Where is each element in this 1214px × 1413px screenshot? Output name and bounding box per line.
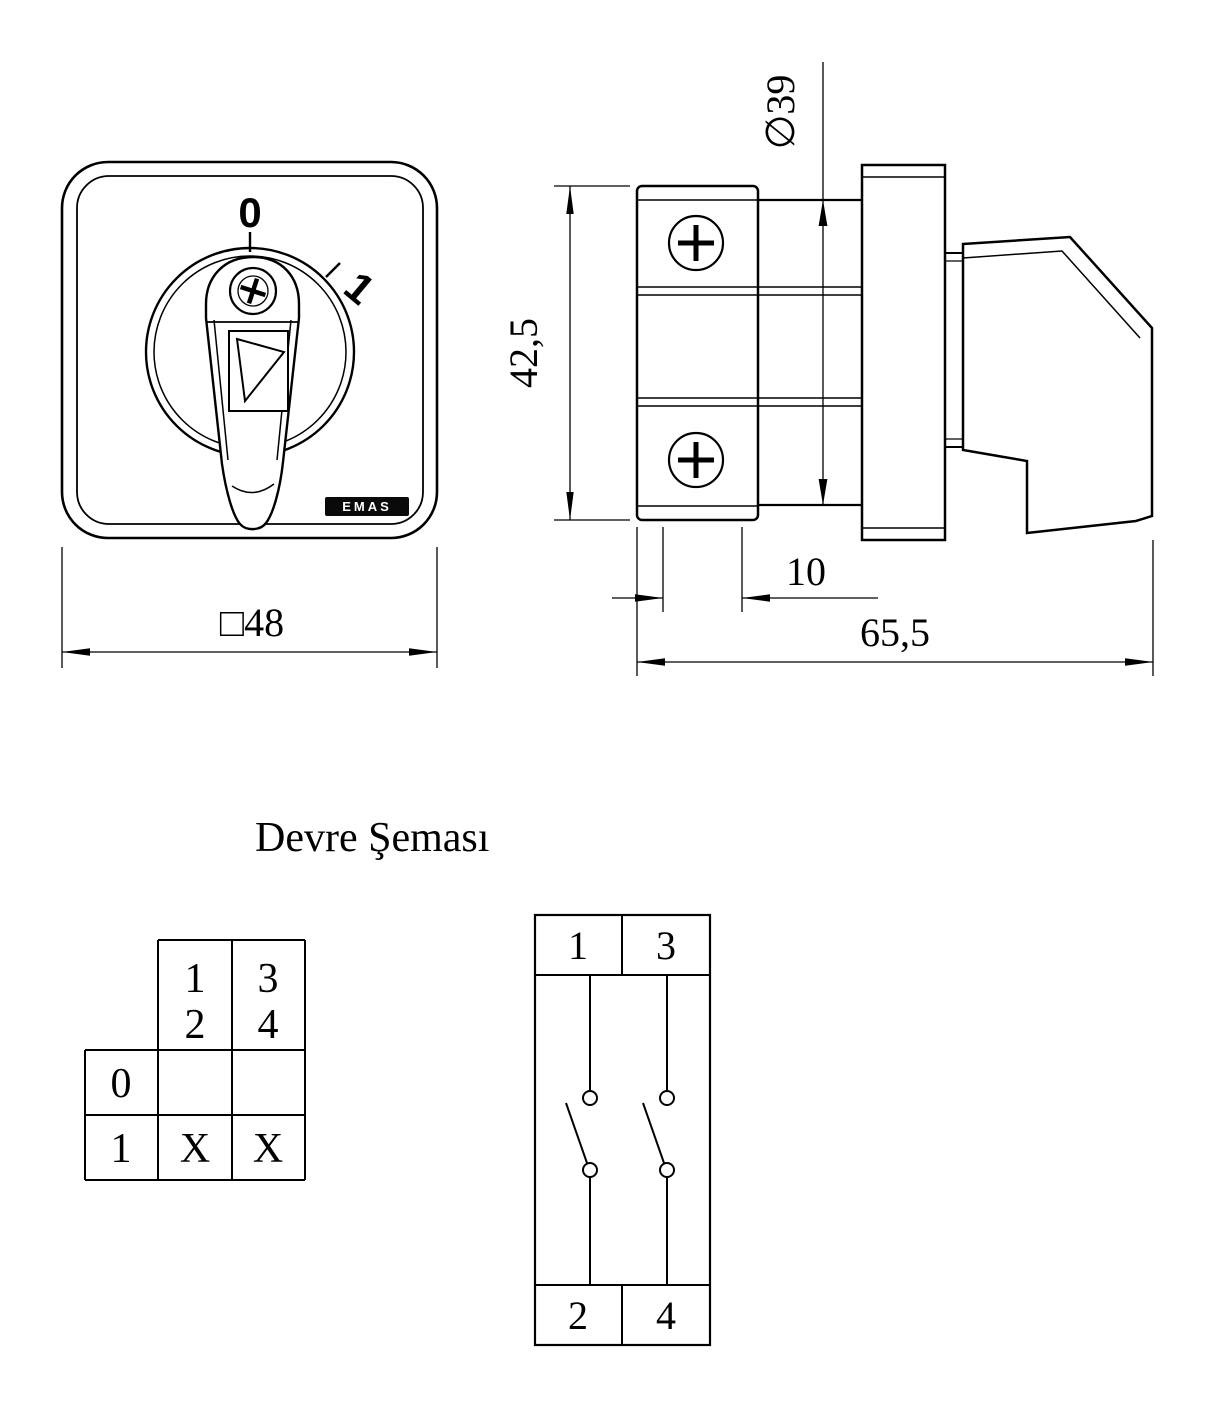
schematic-terminals: 1 3 2 4 [568, 923, 676, 1338]
diameter-dimension-value: ∅39 [758, 75, 803, 150]
truth-table-text: 1 2 3 4 0 1 X X [111, 956, 284, 1172]
terminal-label: 3 [656, 923, 676, 968]
side-handle [961, 235, 1154, 535]
terminal-label: 1 [568, 923, 588, 968]
switch-body-lines [758, 286, 862, 407]
front-width-value: □48 [220, 600, 284, 645]
section-title: Devre Şeması [255, 815, 489, 861]
position-row-label: 1 [111, 1126, 132, 1172]
contact-closed-mark: X [253, 1126, 283, 1172]
handle-neck [945, 252, 963, 448]
front-view [60, 160, 439, 540]
terminal-block-lines [637, 199, 758, 507]
terminal-pitch-dimension [612, 527, 878, 612]
contact-label: 1 [185, 956, 206, 1002]
terminal-block [635, 184, 760, 522]
terminal-screw-icon [667, 214, 725, 272]
contact-label: 3 [258, 956, 279, 1002]
front-plate-outer [60, 160, 439, 540]
arrowhead [818, 200, 828, 226]
terminal-screw-icon [667, 431, 725, 489]
front-width-dimension [61, 547, 438, 668]
side-handle-edge [962, 250, 1141, 339]
mounting-plate [860, 163, 947, 542]
position-0-label: 0 [238, 189, 261, 236]
switch-body [758, 198, 862, 507]
schematic [533, 913, 712, 1347]
brand-logo-text: EMAS [342, 499, 392, 514]
handle-screw-icon [228, 266, 278, 316]
position-1-tick [325, 262, 341, 278]
arrowhead [818, 479, 828, 505]
schematic-frame [533, 913, 712, 1347]
overall-length-dimension [636, 527, 1154, 676]
brand-logo [325, 497, 409, 516]
terminal-label: 4 [656, 1293, 676, 1338]
contact-label: 4 [258, 1002, 279, 1048]
terminal-pitch-value: 10 [786, 549, 826, 594]
contact-label: 2 [185, 1002, 206, 1048]
position-row-label: 0 [111, 1061, 132, 1107]
diameter-dimension [818, 62, 828, 505]
side-view [635, 163, 1154, 542]
mounting-plate-lines [862, 176, 945, 529]
height-dimension-value: 42,5 [501, 318, 546, 388]
contact-pole-1-2 [565, 975, 598, 1285]
contact-closed-mark: X [180, 1126, 210, 1172]
terminal-label: 2 [568, 1293, 588, 1338]
height-dimension [554, 185, 630, 521]
overall-length-value: 65,5 [860, 610, 930, 655]
truth-table [84, 939, 306, 1181]
contact-pole-3-4 [642, 975, 675, 1285]
handle-arrow-icon [235, 337, 286, 404]
